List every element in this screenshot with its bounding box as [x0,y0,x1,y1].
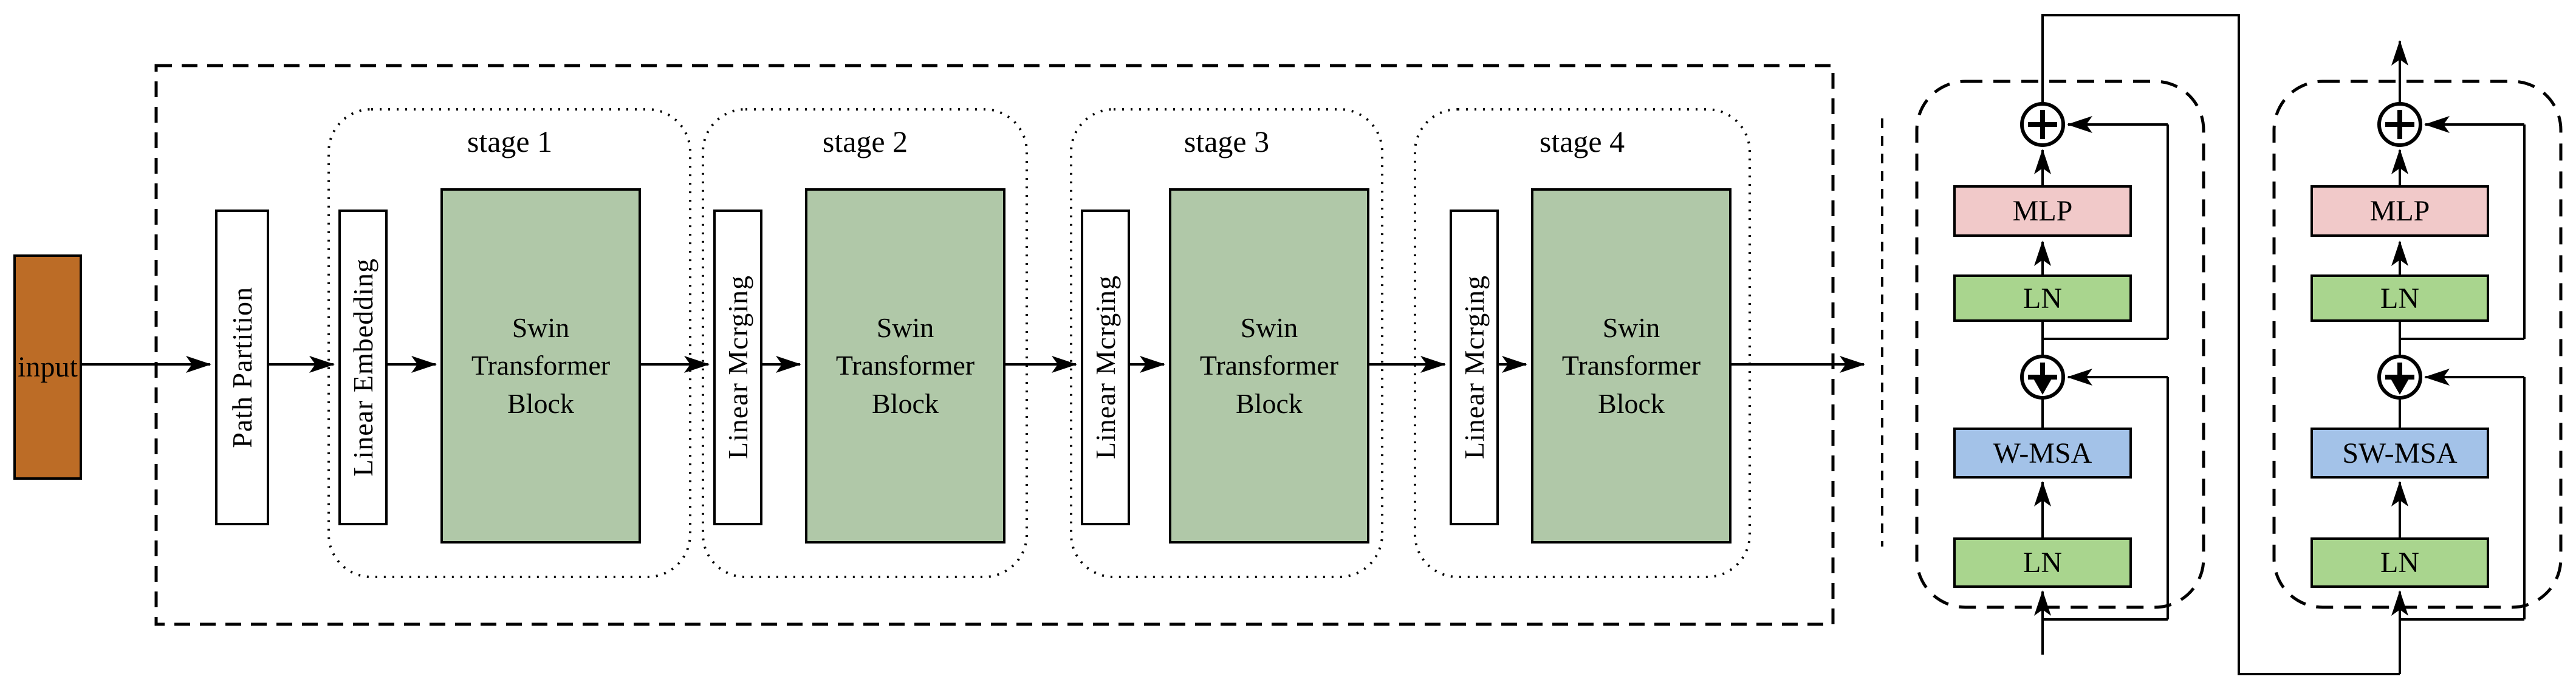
block-b-mlp-box: MLP [2311,185,2489,237]
stage4-pre-label: Linear Mcrging [1459,275,1490,460]
stage2-linear-merging-box: Linear Mcrging [713,210,762,525]
stage2-swin-block: Swin Transformer Block [805,188,1005,544]
swmsa-top-add-icon [2377,102,2422,147]
stage3-swin-block: Swin Transformer Block [1169,188,1369,544]
swmsa-block-dashed-border [2272,80,2563,609]
input-box: input [13,254,82,480]
stage3-swin-block-label: Swin Transformer Block [1199,312,1339,419]
wmsa-top-add-icon [2020,102,2065,147]
block-a-ln-bottom-box: LN [1953,537,2132,588]
path-partition-box: Path Partition [215,210,269,525]
stage-dotted-borders [327,108,1751,578]
stage3-label: stage 3 [1184,124,1270,158]
stage4-linear-merging-box: Linear Mcrging [1450,210,1499,525]
stage1-label: stage 1 [467,124,553,158]
stage1-pre-label: Linear Embedding [348,258,379,477]
swmsa-mid-add-icon [2377,355,2422,400]
block-a-ln-top-label: LN [2023,282,2062,315]
stage2-border [702,108,1028,578]
block-b-ln-bottom-box: LN [2311,537,2489,588]
stage4-swin-block-label: Swin Transformer Block [1561,312,1701,419]
block-b-swmsa-box: SW-MSA [2311,428,2489,479]
stage2-swin-block-label: Swin Transformer Block [835,312,975,419]
wmsa-mid-add-icon [2020,355,2065,400]
stage3-border [1070,108,1383,578]
wmsa-block-wiring [2034,14,2400,675]
block-b-mlp-label: MLP [2369,195,2430,227]
stage3-pre-label: Linear Mcrging [1090,275,1121,460]
block-a-ln-top-box: LN [1953,274,2132,322]
stage3-linear-merging-box: Linear Mcrging [1081,210,1130,525]
stage1-swin-block-label: Swin Transformer Block [471,312,611,419]
block-b-ln-top-label: LN [2380,282,2419,315]
wmsa-block-dashed-border [1915,80,2205,609]
block-a-wmsa-label: W-MSA [1993,437,2092,469]
block-a-to-block-b-connector [2041,14,2400,675]
stage2-label: stage 2 [822,124,908,158]
block-a-mlp-label: MLP [2012,195,2073,227]
block-a-mlp-box: MLP [1953,185,2132,237]
stage1-border [327,108,691,578]
backbone-dashed-border [154,64,1835,626]
path-partition-label: Path Partition [227,287,258,448]
stage4-swin-block: Swin Transformer Block [1531,188,1732,544]
stage1-linear-embedding-box: Linear Embedding [338,210,388,525]
stage2-pre-label: Linear Mcrging [722,275,753,460]
block-b-ln-top-box: LN [2311,274,2489,322]
block-a-ln-bottom-label: LN [2023,547,2062,579]
block-a-wmsa-box: W-MSA [1953,428,2132,479]
block-b-ln-bottom-label: LN [2380,547,2419,579]
input-label: input [18,351,78,383]
stage1-swin-block: Swin Transformer Block [440,188,641,544]
swmsa-block-wiring [2391,40,2526,674]
block-b-swmsa-label: SW-MSA [2342,437,2458,469]
stage4-label: stage 4 [1539,124,1625,158]
